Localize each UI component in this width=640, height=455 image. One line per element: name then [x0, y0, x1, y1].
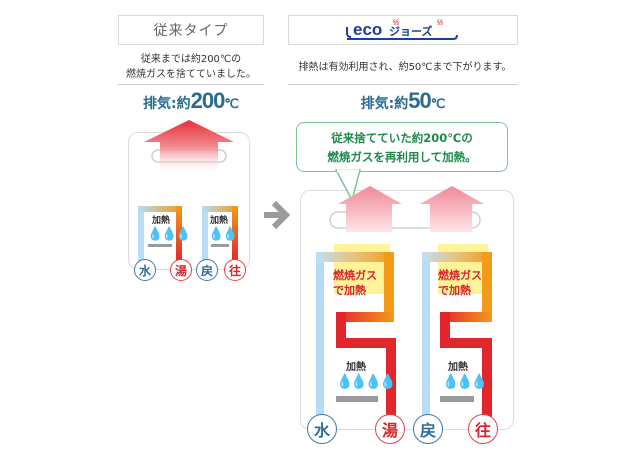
gas-heating-label-line1: 燃焼ガス: [438, 269, 482, 282]
callout-bubble: 従来捨てていた約200℃の 燃焼ガスを再利用して加熱。: [296, 122, 508, 172]
heat-label: 加熱: [151, 216, 170, 226]
svg-text:eco: eco: [353, 20, 382, 39]
conventional-description: 従来までは約200℃の 燃焼ガスを捨てていました。: [112, 52, 270, 82]
eco-heater-unit: [300, 190, 514, 430]
right-arrow-icon: [264, 200, 291, 230]
svg-text:§§: §§: [393, 19, 399, 26]
gas-heating-label-line1: 燃焼ガス: [333, 269, 377, 282]
supply-port: 往: [468, 414, 498, 444]
callout-line2: 燃焼ガスを再利用して加熱。: [327, 150, 477, 164]
exhaust-label: 排気:約: [360, 96, 409, 112]
svg-text:ジョーズ: ジョーズ: [389, 24, 432, 38]
conventional-description-line2: 燃焼ガスを捨てていました。: [126, 69, 256, 80]
exhaust-value: 50: [408, 88, 432, 113]
water-inlet-port: 水: [307, 414, 337, 444]
heat-label: 加熱: [346, 362, 366, 373]
reduced-exhaust-arrows-icon: [329, 186, 484, 232]
hot-water-outlet-port: 湯: [170, 259, 192, 281]
conventional-description-line1: 従来までは約200℃の: [140, 54, 242, 65]
conventional-heat-exchanger-2: [202, 206, 238, 262]
gas-heating-label: 燃焼ガス で加熱: [333, 268, 377, 298]
heat-label: 加熱: [209, 216, 228, 226]
eco-heat-exchanger-1: [316, 244, 396, 420]
eco-exhaust-temperature: 排気:約50℃: [288, 88, 518, 114]
heat-label: 加熱: [448, 362, 468, 373]
divider: [118, 84, 264, 85]
gas-heating-label-line2: で加熱: [438, 284, 471, 297]
conventional-type-title: 従来タイプ: [118, 15, 264, 45]
callout-line1: 従来捨てていた約200℃の: [331, 131, 473, 145]
conventional-type-title-text: 従来タイプ: [153, 23, 229, 39]
exhaust-label: 排気:約: [143, 96, 191, 112]
flame-icon: 💧💧: [208, 227, 238, 242]
gas-heating-label-line2: で加熱: [333, 284, 366, 297]
gas-heating-label: 燃焼ガス で加熱: [438, 268, 482, 298]
water-inlet-port: 水: [134, 259, 156, 281]
supply-port: 往: [224, 259, 246, 281]
eco-jozu-logo-icon: eco ジョーズ §§ §§: [346, 19, 458, 40]
flame-icon: 💧💧💧: [147, 227, 192, 242]
svg-text:§§: §§: [437, 19, 443, 26]
callout-pointer: [334, 169, 361, 202]
flame-icon: 💧💧💧: [442, 374, 488, 390]
eco-description: 排熱は有効利用され、約50℃まで下がります。: [298, 62, 512, 73]
hot-water-outlet-port: 湯: [375, 414, 405, 444]
conventional-exhaust-temperature: 排気:約200℃: [118, 88, 264, 114]
flame-icon: 💧💧💧💧: [336, 374, 397, 390]
exhaust-unit: ℃: [430, 96, 446, 111]
eco-jozu-logo-box: eco ジョーズ §§ §§: [288, 15, 518, 45]
exhaust-arrow-icon: [144, 120, 234, 174]
return-port: 戻: [196, 259, 218, 281]
exhaust-unit: ℃: [224, 96, 239, 111]
conventional-heat-exchanger-1: [138, 206, 182, 262]
exhaust-value: 200: [190, 88, 226, 113]
return-port: 戻: [413, 414, 443, 444]
eco-heat-exchanger-2: [422, 244, 492, 420]
divider: [288, 84, 518, 85]
